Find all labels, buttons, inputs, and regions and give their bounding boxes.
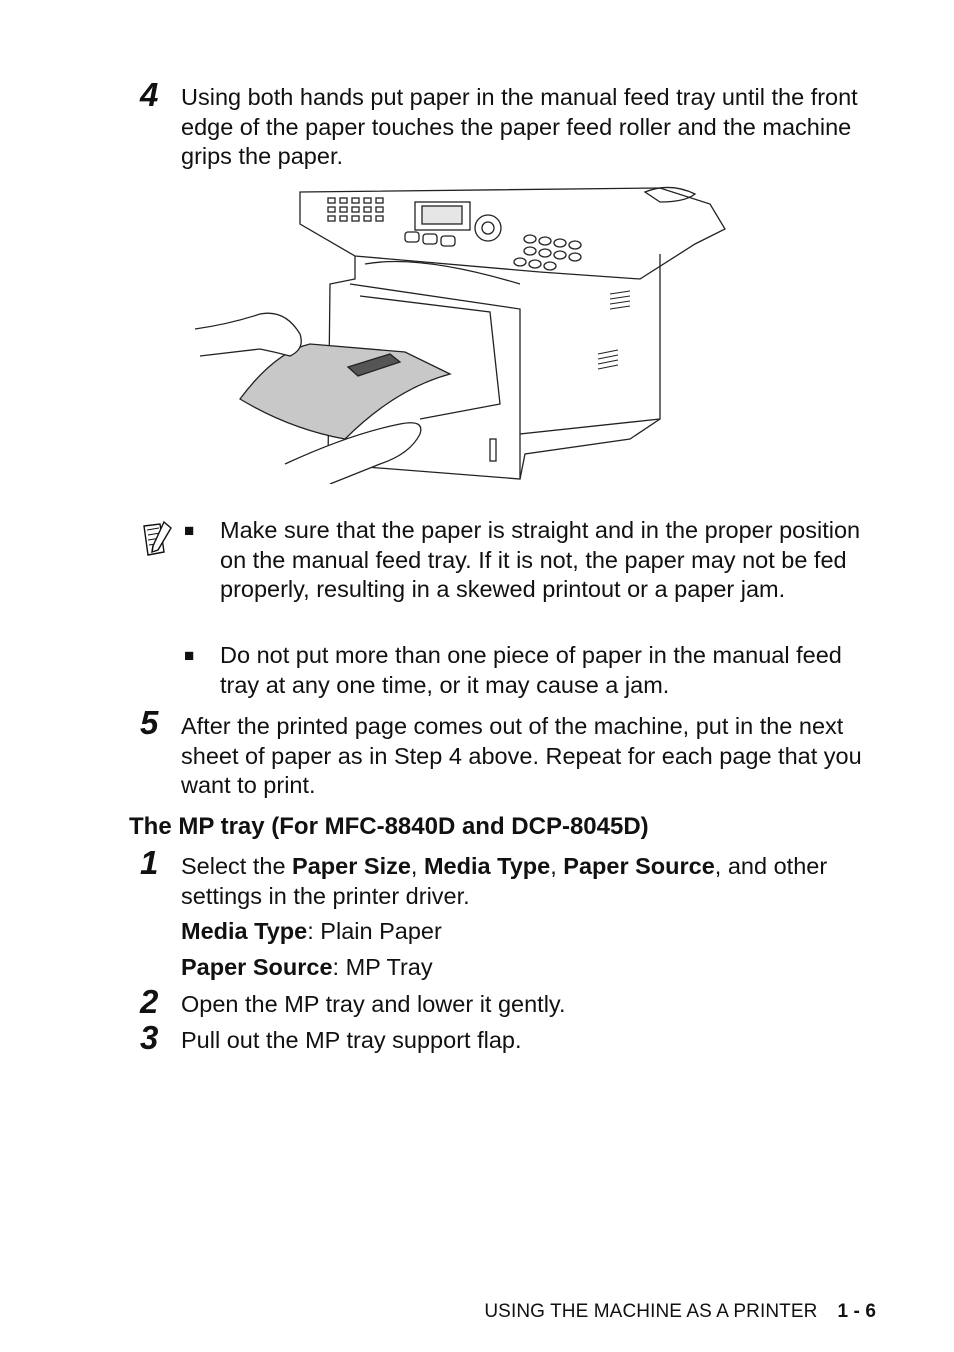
step-text: Select the Paper Size, Media Type, Paper…	[181, 852, 881, 911]
printer-illustration	[194, 186, 726, 484]
step-text: Using both hands put paper in the manual…	[181, 84, 858, 169]
step-text: After the printed page comes out of the …	[181, 713, 862, 798]
step-text-part: Select the	[181, 853, 293, 879]
note-item: Make sure that the paper is straight and…	[220, 517, 861, 602]
setting-value: : MP Tray	[332, 954, 433, 980]
bullet-marker: ■	[184, 521, 195, 540]
step-number: 5	[140, 704, 159, 741]
setting-label: Media Type	[181, 918, 308, 944]
setting-line: Paper Source: MP Tray	[181, 953, 881, 983]
step-text-part: ,	[550, 853, 564, 879]
footer-section: USING THE MACHINE AS A PRINTER	[484, 1301, 818, 1322]
setting-line: Media Type: Plain Paper	[181, 917, 881, 947]
step-text: Pull out the MP tray support flap.	[181, 1027, 522, 1053]
setting-name: Paper Source	[563, 853, 715, 879]
setting-name: Paper Size	[292, 853, 411, 879]
step-number: 4	[140, 76, 159, 113]
setting-name: Media Type	[423, 853, 551, 879]
page-number: 1 - 6	[837, 1301, 876, 1322]
step-text: Open the MP tray and lower it gently.	[181, 991, 566, 1017]
note-item: Do not put more than one piece of paper …	[220, 642, 842, 698]
setting-value: : Plain Paper	[307, 918, 442, 944]
step-text-part: ,	[410, 853, 424, 879]
bullet-marker: ■	[184, 646, 195, 665]
step-number: 1	[140, 844, 159, 881]
step-number: 2	[140, 983, 159, 1020]
section-heading: The MP tray (For MFC-8840D and DCP-8045D…	[129, 813, 649, 840]
setting-label: Paper Source	[181, 954, 333, 980]
step-text-part: , and other settings in the printer driv…	[181, 853, 828, 909]
step-number: 3	[140, 1019, 159, 1056]
note-pencil-icon	[143, 520, 172, 556]
page-footer: USING THE MACHINE AS A PRINTER 1 - 6	[484, 1300, 876, 1324]
